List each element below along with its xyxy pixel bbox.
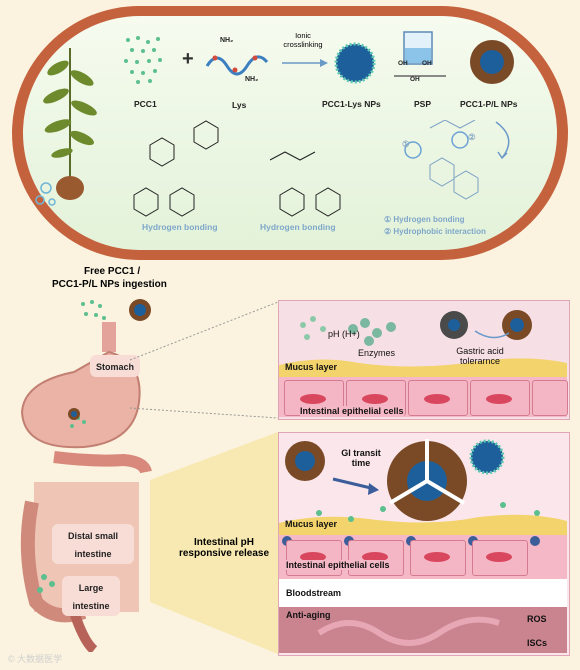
pcc1-molecules: [124, 36, 162, 84]
hbond-label-1: Hydrogen bonding: [142, 222, 218, 232]
stomach-nucleus-2: [362, 394, 388, 404]
stomach-text: Stomach: [96, 362, 135, 372]
lys-nh2-top: NH₂: [220, 37, 234, 44]
intestine-nucleus-4: [486, 552, 512, 562]
intestine-mucus-label: Mucus layer: [285, 519, 338, 529]
stomach-epithelial-label: Intestinal epithelial cells: [300, 406, 404, 416]
stomach-nucleus-3: [424, 394, 450, 404]
intestine-nucleus-3: [424, 552, 450, 562]
psp-oh-1: OH: [398, 60, 408, 67]
distal-text: Distal small intestine: [67, 531, 119, 559]
label-lys: Lys: [232, 100, 247, 110]
label-pcc1-pl-nps: PCC1-P/L NPs: [460, 99, 518, 109]
legend-hbond: ① Hydrogen bonding: [384, 215, 465, 224]
psp-structure: [394, 75, 446, 77]
legend-hydrophobic: ② Hydrophobic interaction: [384, 227, 486, 236]
intestine-nucleus-1: [300, 552, 326, 562]
large-label: Large intestine: [62, 576, 120, 616]
circled-2: ②: [468, 132, 476, 142]
bloodstream-label: Bloodstream: [286, 588, 342, 598]
gastric-label: Gastric acid tolerarnce: [456, 346, 504, 366]
label-pcc1: PCC1: [134, 99, 157, 109]
intestine-cell-2: [348, 540, 404, 576]
psp-oh-3: OH: [410, 76, 420, 83]
hbond-label-2: Hydrogen bonding: [260, 222, 336, 232]
ingestion-title-1: Free PCC1 /: [84, 266, 141, 277]
enzymes-label: Enzymes: [358, 348, 396, 358]
iscs-label: ISCs: [527, 638, 548, 648]
intestine-nucleus-2: [362, 552, 388, 562]
pcc1-lys-np: [334, 42, 376, 84]
anti-aging-label: Anti-aging: [286, 610, 331, 620]
release-text: Intestinal pH responsive release: [178, 537, 270, 559]
stomach-mucus-label: Mucus layer: [285, 362, 338, 372]
stomach-connector: [130, 301, 279, 419]
intestine-cell-3: [410, 540, 466, 576]
plus-sign: +: [182, 48, 194, 70]
stomach-nucleus-1: [300, 394, 326, 404]
label-pcc1-lys-nps: PCC1-Lys NPs: [322, 99, 381, 109]
crosslink-text: Ionic crosslinking: [283, 31, 323, 49]
plant-illustration: [35, 48, 97, 206]
ros-label: ROS: [527, 614, 547, 624]
stomach-nucleus-4: [486, 394, 512, 404]
stomach-label: Stomach: [90, 355, 141, 377]
large-text: Large intestine: [72, 583, 110, 611]
intestine-epithelial-label: Intestinal epithelial cells: [286, 560, 390, 570]
psp-beaker: [403, 31, 433, 65]
intestine-cell-1: [286, 540, 342, 576]
ingested-particles: [81, 299, 151, 321]
label-psp: PSP: [414, 99, 432, 109]
ingestion-title-2: PCC1-P/L NPs ingestion: [52, 279, 167, 290]
lys-nh2-bottom: NH₂: [245, 76, 259, 83]
gi-transit-label: GI transit time: [341, 448, 381, 468]
pcc1-pl-np: [470, 40, 514, 84]
watermark: © 大数据医学: [8, 654, 63, 664]
arrow-crosslink: [282, 59, 328, 67]
psp-oh-2: OH: [422, 60, 432, 67]
distal-label: Distal small intestine: [52, 524, 134, 564]
synthesis-panel-inner: [23, 16, 557, 250]
ph-label: pH (H+): [328, 329, 360, 339]
circled-1: ①: [402, 139, 410, 149]
structures-row: [133, 120, 479, 217]
lys-molecule: [205, 55, 269, 76]
stomach-cell-5: [532, 380, 568, 416]
curved-arrow: [495, 121, 510, 160]
release-beam: [150, 432, 278, 654]
